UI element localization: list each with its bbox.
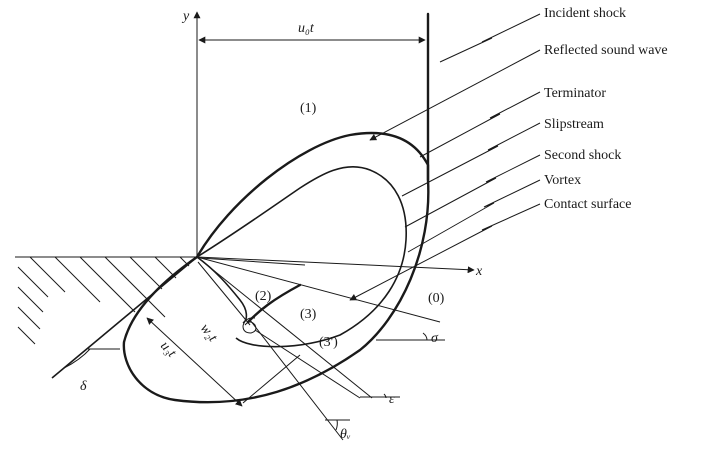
region-3-label: (3) [300, 307, 317, 322]
u3t-tick [242, 354, 301, 404]
aux-line [254, 329, 361, 399]
x-axis [196, 256, 475, 274]
u0t-label: u₀t [298, 21, 315, 36]
u3t-label: u₃t [157, 339, 179, 362]
reflected-sound-wave-leader [369, 49, 541, 141]
slipstream-curve [246, 283, 302, 324]
wedge [15, 256, 198, 379]
label-terminator: Terminator [544, 86, 606, 101]
y-axis-label: y [181, 9, 190, 24]
second-shock-leader [404, 154, 541, 228]
incident-shock-leader [439, 13, 541, 63]
w2t-dimension-guide [197, 261, 251, 326]
aux-line-2 [199, 257, 306, 266]
label-reflected-sound-wave: Reflected sound wave [544, 43, 668, 58]
theta-v-label: θᵥ [340, 427, 351, 442]
epsilon-arc [383, 393, 387, 399]
region-1-label: (1) [300, 101, 317, 116]
wall-hatching [17, 256, 190, 345]
delta-angle-arc [63, 348, 91, 369]
sigma-arc [422, 332, 428, 341]
second-shock-curve [196, 165, 407, 348]
x-axis-label: x [475, 264, 483, 279]
label-slipstream: Slipstream [544, 117, 604, 132]
line-to-sigma [196, 256, 441, 323]
w2t-label: w₂t [197, 321, 221, 345]
axes [193, 11, 475, 274]
sigma-label: σ [431, 331, 439, 346]
line-to-epsilon [196, 256, 373, 399]
label-incident-shock: Incident shock [544, 6, 626, 21]
terminator-leader [419, 91, 541, 158]
slipstream-leader [401, 122, 541, 197]
label-contact-surface: Contact surface [544, 197, 631, 212]
vortex-leader [407, 179, 541, 253]
leader-lines [349, 13, 541, 301]
reflected-shock [122, 131, 430, 404]
u3t-dimension-arrow [146, 317, 243, 407]
region-3-prime-label: (3') [319, 335, 338, 350]
contact-surface-leader [349, 203, 541, 301]
theta-v-arc [335, 419, 338, 431]
delta-label: δ [80, 379, 87, 394]
region-0-label: (0) [428, 291, 445, 306]
wedge-surface [51, 256, 198, 379]
construction-lines [196, 256, 445, 441]
epsilon-label: ε [389, 392, 395, 407]
label-second-shock: Second shock [544, 148, 621, 163]
label-vortex: Vortex [544, 173, 581, 188]
region-2-label: (2) [255, 289, 272, 304]
